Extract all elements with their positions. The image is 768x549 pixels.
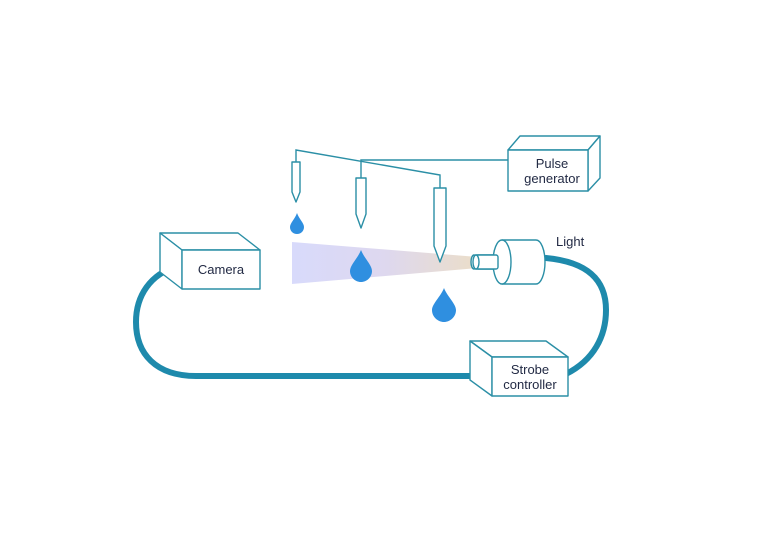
- pulse-generator-label-line1: Pulse: [536, 156, 569, 171]
- pulse-wiring: [295, 149, 508, 188]
- droplet-medium: [350, 250, 372, 282]
- nozzle-left: [291, 161, 301, 203]
- strobe-light-cable: [543, 255, 610, 377]
- strobe-label-line2: controller: [503, 377, 557, 392]
- light-label: Light: [556, 234, 585, 249]
- nozzle-middle: [355, 177, 367, 229]
- light-source: Light: [470, 234, 585, 285]
- strobe-label-line1: Strobe: [511, 362, 549, 377]
- light-beam: [292, 242, 478, 284]
- pulse-generator-box: Pulse generator: [507, 135, 601, 192]
- droplet-large: [432, 288, 456, 322]
- camera-label: Camera: [198, 262, 245, 277]
- camera-box: Camera: [159, 232, 261, 290]
- camera-strobe-cable: [132, 263, 479, 379]
- nozzle-right: [433, 187, 447, 263]
- pulse-generator-label-line2: generator: [524, 171, 580, 186]
- droplet-small: [290, 213, 304, 234]
- strobe-controller-box: Strobe controller: [469, 340, 569, 397]
